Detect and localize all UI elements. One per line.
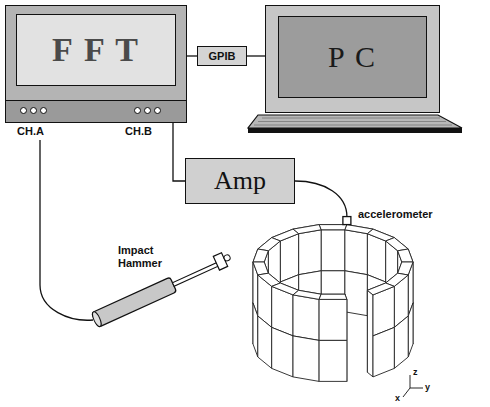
mesh-panel bbox=[408, 303, 413, 357]
mesh-panel bbox=[319, 225, 347, 230]
mesh-panel bbox=[319, 299, 347, 340]
analyzer-base bbox=[6, 100, 186, 122]
mesh-panel bbox=[386, 238, 409, 251]
mesh-panel bbox=[373, 327, 394, 377]
input-port bbox=[30, 107, 37, 114]
mesh-panel bbox=[345, 230, 368, 275]
mesh-panel bbox=[253, 303, 258, 357]
axis-line bbox=[403, 388, 410, 397]
keyboard bbox=[248, 115, 462, 128]
mesh-panel bbox=[258, 316, 272, 368]
mesh-panel bbox=[367, 283, 394, 295]
sensor-label: accelerometer bbox=[358, 208, 433, 221]
axis-line bbox=[410, 388, 423, 389]
mesh-panel bbox=[367, 234, 385, 282]
test-cylinder bbox=[253, 225, 413, 382]
mesh-panel bbox=[253, 262, 268, 275]
channel-label: CH.A bbox=[17, 125, 44, 138]
computer-box: P C bbox=[265, 5, 440, 113]
axis-label: z bbox=[413, 367, 418, 378]
hammer-handle bbox=[92, 277, 177, 327]
impact-hammer bbox=[90, 250, 234, 327]
hammer-shaft bbox=[172, 262, 219, 286]
channel-label: CH.B bbox=[125, 125, 152, 138]
mesh-panel bbox=[367, 290, 373, 377]
input-port bbox=[134, 107, 141, 114]
mesh-panel bbox=[299, 230, 322, 275]
analyzer-box: F F T bbox=[5, 5, 187, 123]
key-row bbox=[254, 125, 452, 126]
amplifier-box: Amp bbox=[185, 158, 295, 204]
node-label: F F T bbox=[16, 14, 176, 86]
mesh-panel bbox=[394, 316, 408, 368]
mesh-panel bbox=[321, 230, 345, 271]
axis-triad bbox=[403, 375, 423, 397]
mesh-panel bbox=[319, 340, 347, 381]
signal-cable bbox=[173, 123, 185, 181]
signal-cable bbox=[247, 55, 265, 56]
mesh-panel bbox=[253, 249, 268, 262]
device-label: Impact Hammer bbox=[118, 244, 176, 270]
node-label: GPIB bbox=[209, 50, 236, 62]
keyboard-edge bbox=[248, 128, 462, 133]
signal-cable bbox=[187, 55, 197, 56]
hammer-cable bbox=[40, 140, 93, 320]
input-port bbox=[20, 107, 27, 114]
node-label: P C bbox=[278, 16, 427, 98]
axis-label: x bbox=[395, 393, 400, 404]
mesh-panel bbox=[345, 271, 368, 316]
key-row bbox=[262, 118, 440, 119]
axis-label: y bbox=[425, 382, 430, 393]
input-port bbox=[154, 107, 161, 114]
mesh-panel bbox=[293, 336, 319, 382]
hammer-tip bbox=[223, 254, 231, 262]
mesh-panel bbox=[398, 249, 413, 262]
mesh-panel bbox=[293, 295, 319, 341]
input-port bbox=[144, 107, 151, 114]
input-port bbox=[40, 107, 47, 114]
axis-line bbox=[410, 375, 411, 388]
mesh-panel bbox=[398, 262, 413, 275]
interface-box: GPIB bbox=[197, 46, 247, 66]
mesh-panel bbox=[258, 238, 281, 251]
sensor-cable bbox=[295, 181, 347, 217]
accelerometer-sensor bbox=[343, 217, 351, 225]
mesh-panel bbox=[293, 290, 321, 299]
key-row bbox=[258, 121, 446, 122]
mesh-panel bbox=[319, 294, 347, 299]
node-label: Amp bbox=[214, 166, 266, 196]
mesh-panel bbox=[280, 234, 298, 282]
mesh-panel bbox=[272, 327, 293, 377]
hammer-butt bbox=[91, 311, 103, 328]
